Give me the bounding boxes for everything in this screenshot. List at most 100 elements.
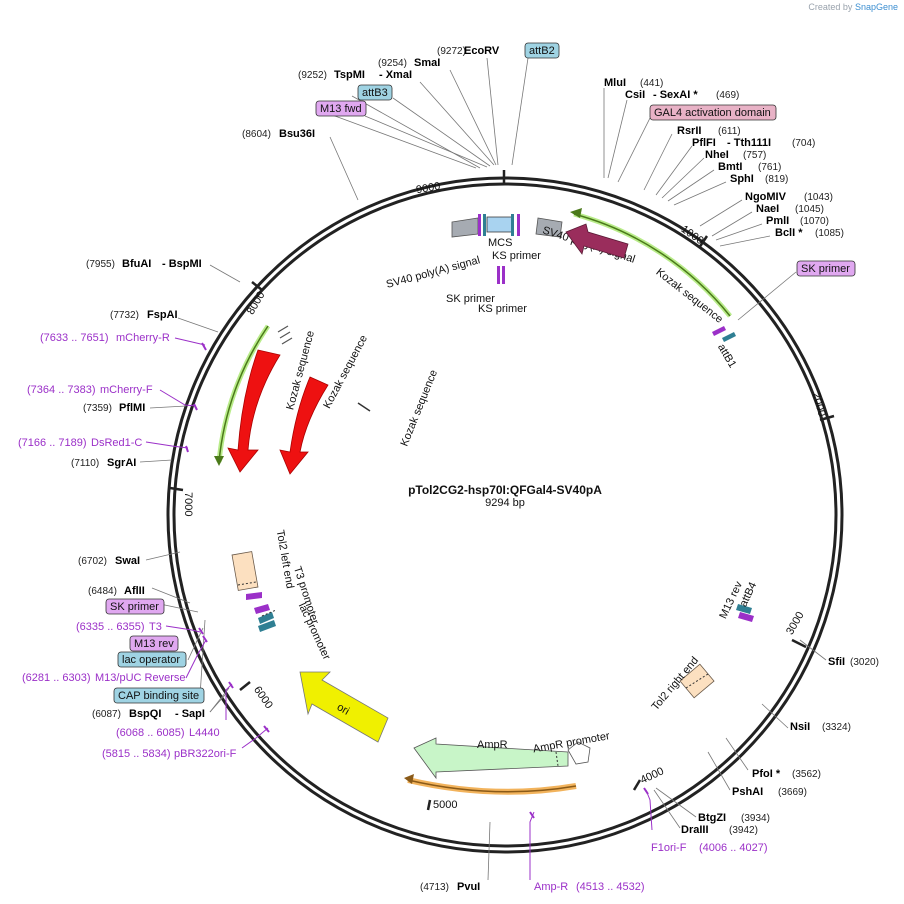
site-pos-rsrii: (611)	[718, 126, 741, 137]
site-pos-draiii: (3942)	[729, 825, 758, 836]
site-sapi: - SapI	[175, 708, 205, 720]
site-naei: NaeI	[756, 203, 779, 215]
kozak-center-marker	[357, 402, 371, 412]
feature-mrfp1-b	[279, 376, 329, 475]
site-pos-swai: (6702)	[78, 556, 107, 567]
site-ecorv: EcoRV	[464, 45, 500, 57]
site-pvui: PvuI	[457, 881, 480, 893]
site-ngomiv: NgoMIV	[745, 191, 787, 203]
site-pos-btgzi: (3934)	[741, 813, 770, 824]
label-attb3: attB3	[362, 87, 388, 99]
tick-label-9000: 9000	[415, 180, 441, 196]
feature-gal4-arrow	[565, 223, 629, 259]
site-csii: CsiI	[625, 89, 645, 101]
label-ks-primer-top: KS primer	[492, 250, 541, 262]
tick-label-7000: 7000	[182, 492, 194, 516]
site-pos-nsii: (3324)	[822, 722, 851, 733]
site-pflmi: PflMI	[119, 402, 145, 414]
label-m13-rev: M13 rev	[134, 638, 174, 650]
primer-range-f1ori-f: (4006 .. 4027)	[699, 842, 768, 854]
feature-ori	[299, 671, 389, 743]
site-bspmi: - BspMI	[162, 258, 202, 270]
feature-inner-primers	[497, 266, 505, 284]
site-pos-nhei: (757)	[743, 150, 766, 161]
site-bspqi: BspQI	[129, 708, 161, 720]
site-aflii: AflII	[124, 585, 145, 597]
site-pos-pshai: (3669)	[778, 787, 807, 798]
site-sfii: SfiI	[828, 656, 845, 668]
primer-range-dsred1-c: (7166 .. 7189)	[18, 437, 87, 449]
feature-f1-arc-core	[407, 779, 577, 793]
feature-mcs-block	[478, 214, 520, 236]
site-pshai: PshAI	[732, 786, 763, 798]
site-pos-bmti: (761)	[758, 162, 781, 173]
site-nhei: NheI	[705, 149, 729, 161]
primer-labels: (7633 .. 7651) mCherry-R (7364 .. 7383) …	[18, 332, 768, 893]
primer-range-t3: (6335 .. 6355)	[76, 621, 145, 633]
site-pmli: PmlI	[766, 215, 789, 227]
label-ampr: AmpR	[477, 739, 508, 751]
site-pos-bsu36i: (8604)	[242, 129, 271, 140]
tick-label-8000: 8000	[245, 290, 268, 317]
site-pos-smai: (9254)	[378, 58, 407, 69]
site-sgrai: SgrAI	[107, 457, 136, 469]
site-pfoi: PfoI *	[752, 768, 781, 780]
site-pflfi: PflFI	[692, 137, 716, 149]
label-sk-primer-inner: SK primer	[446, 293, 495, 305]
site-pos-naei: (1045)	[795, 204, 824, 215]
site-pos-bfuai: (7955)	[86, 259, 115, 270]
site-pos-csii: (469)	[716, 90, 739, 101]
label-lac-operator: lac operator	[122, 654, 180, 666]
label-m13-fwd: M13 fwd	[320, 103, 362, 115]
tick-label-2000: 2000	[810, 391, 828, 418]
tick-marks	[169, 170, 835, 811]
site-pos-sphi: (819)	[765, 174, 788, 185]
site-pos-mlui: (441)	[640, 78, 663, 89]
kozak-right-arrowhead	[570, 208, 582, 218]
site-swai: SwaI	[115, 555, 140, 567]
primer-leader-lines	[145, 337, 653, 880]
site-bcli: BclI *	[775, 227, 803, 239]
primer-range-pbr322ori-f: (5815 .. 5834)	[102, 748, 171, 760]
label-kozak-center: Kozak sequence	[398, 368, 440, 448]
site-pos-sfii: (3020)	[850, 657, 879, 668]
feature-sv40-right	[535, 217, 563, 238]
feature-ampr	[413, 737, 569, 780]
label-cap-binding-site: CAP binding site	[118, 690, 199, 702]
primer-mcherry-r: mCherry-R	[116, 332, 170, 344]
primer-amp-r: Amp-R	[534, 881, 568, 893]
restriction-sites: (9272) EcoRV (9254) SmaI (9252) TspMI - …	[71, 45, 879, 893]
label-kozak-left2: Kozak sequence	[321, 333, 370, 410]
site-bfuai: BfuAI	[122, 258, 151, 270]
label-attb2: attB2	[529, 45, 555, 57]
feature-sv40-left	[451, 217, 479, 238]
plasmid-length: 9294 bp	[485, 497, 525, 509]
kozak-left-arrowhead	[214, 456, 224, 466]
kozak-left-markers	[277, 325, 293, 345]
label-tol2-left: Tol2 left end	[274, 529, 296, 590]
site-nsii: NsiI	[790, 721, 810, 733]
label-mrfp1-a: mRFP1	[257, 393, 277, 433]
site-pos-pmli: (1070)	[800, 216, 829, 227]
site-pos-sgrai: (7110)	[71, 458, 99, 469]
plasmid-title: pTol2CG2-hsp70I:QFGal4-SV40pA	[408, 483, 602, 497]
site-pos-pflfi: (704)	[792, 138, 815, 149]
tick-label-4000: 4000	[639, 765, 666, 786]
site-bmti: BmtI	[718, 161, 742, 173]
label-ks-primer-inner: KS primer	[478, 303, 527, 315]
site-leader-lines	[139, 57, 827, 881]
label-sv40-left: SV40 poly(A) signal	[385, 254, 481, 291]
primer-f1ori-f: F1ori-F	[651, 842, 687, 854]
site-pos-tspmi: (9252)	[298, 70, 327, 81]
snapgene-logo-text: SnapGene	[854, 2, 898, 12]
site-tspmi: TspMI	[334, 69, 365, 81]
site-pos-bspqi: (6087)	[92, 709, 121, 720]
site-btgzi: BtgZI	[698, 812, 726, 824]
site-smai: SmaI	[414, 57, 440, 69]
snapgene-credit: Created by SnapGene	[808, 2, 898, 12]
site-pos-pflmi: (7359)	[83, 403, 112, 414]
label-sk-primer-right: SK primer	[801, 263, 850, 275]
site-pos-pvui: (4713)	[420, 882, 449, 893]
site-tth111i: - Tth111I	[727, 137, 771, 149]
